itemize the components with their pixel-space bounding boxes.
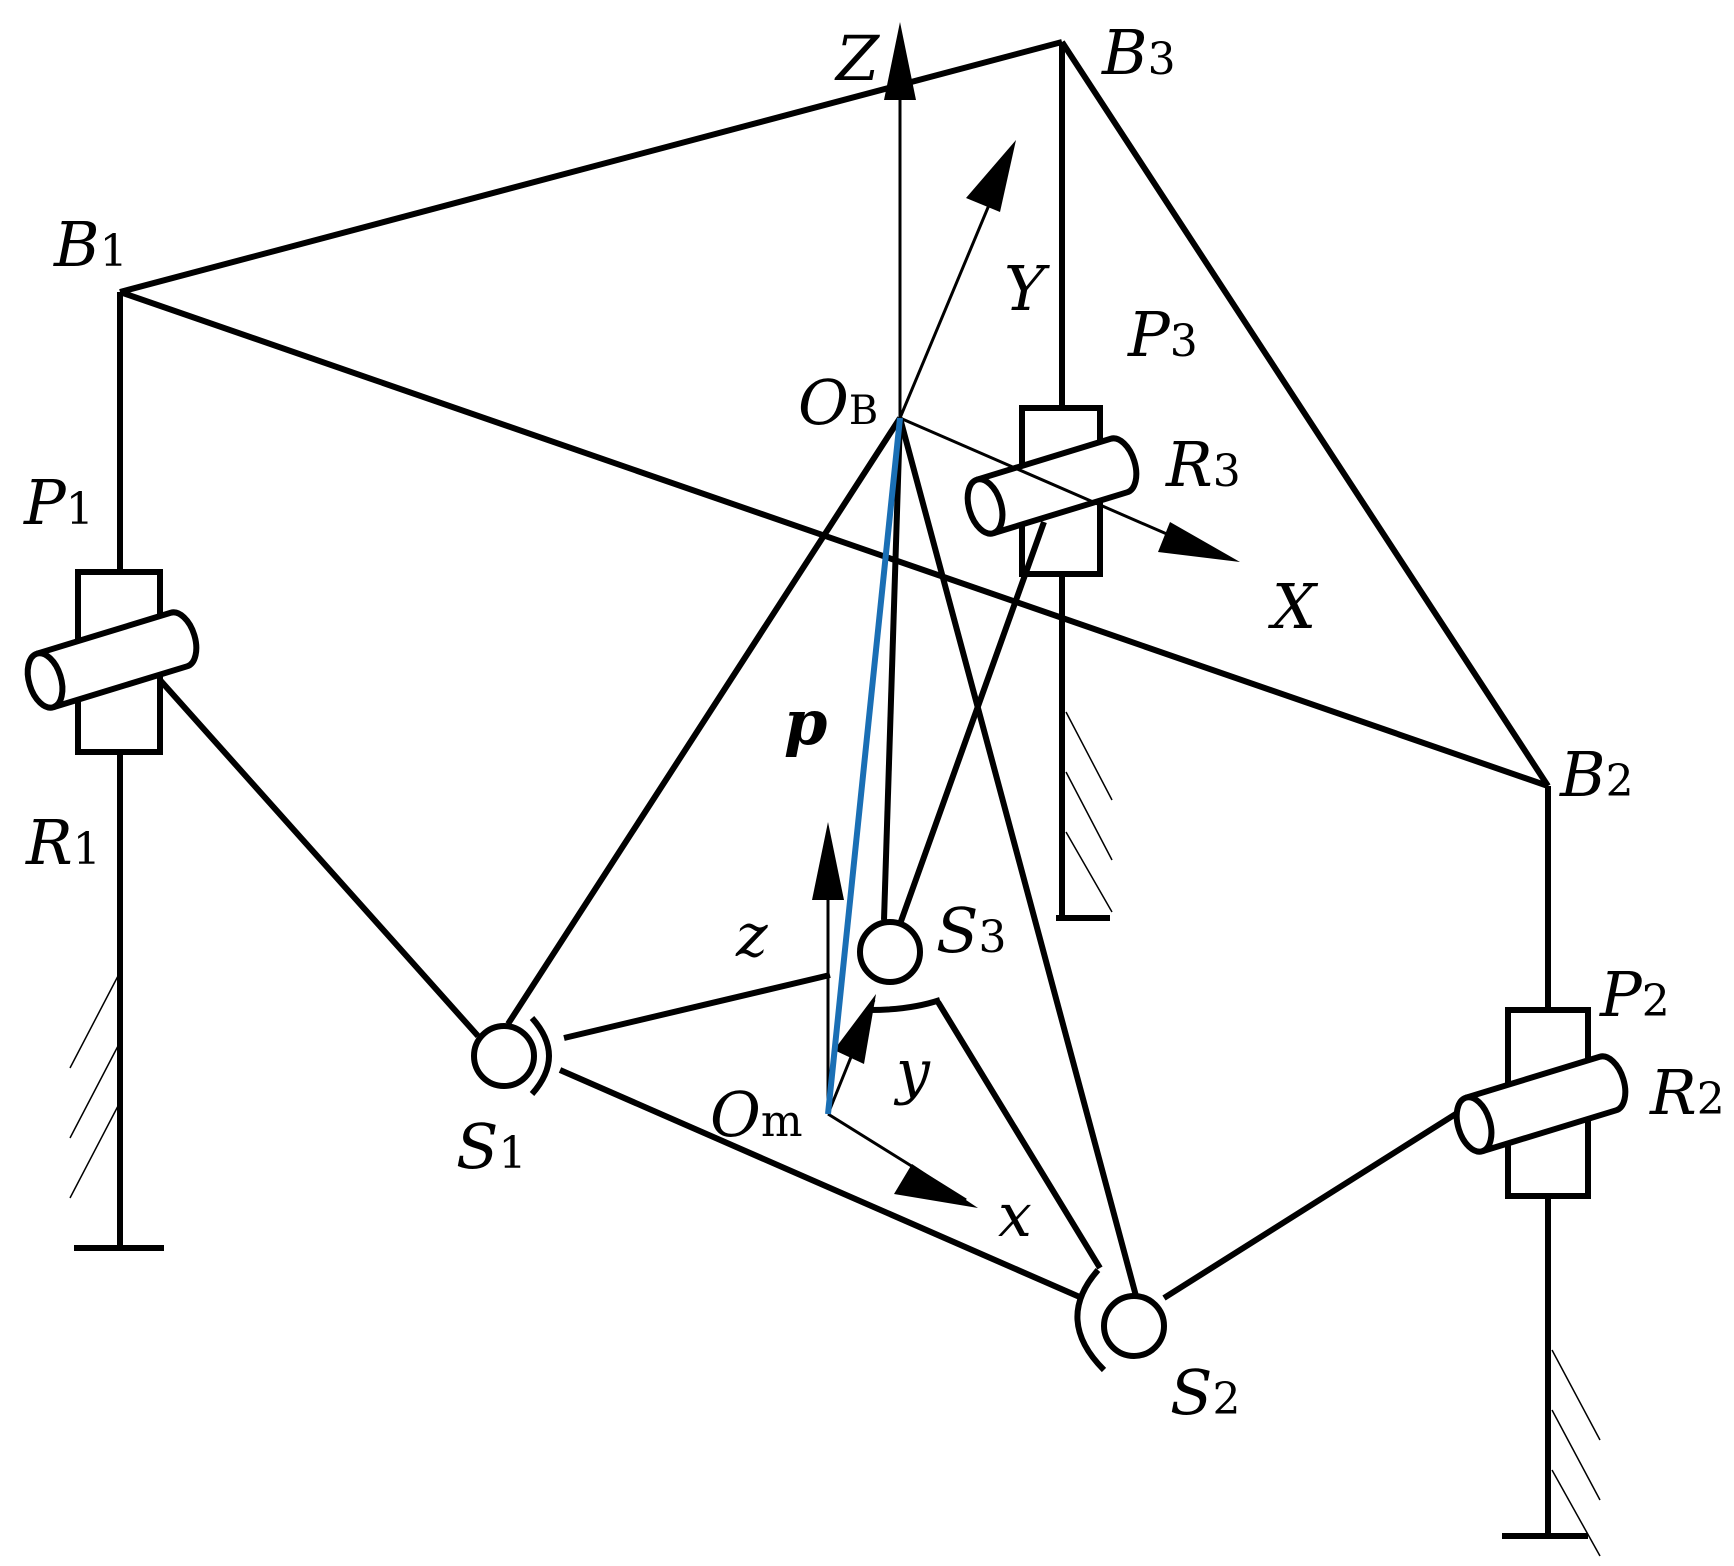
label-R1: R1 [25, 806, 101, 879]
edge-b1-b2 [119, 289, 1549, 789]
leg-2 [1162, 1107, 1464, 1301]
label-origin-OB: OB [798, 366, 878, 439]
link-s1-s2 [558, 1067, 1084, 1301]
label-origin-Om: Om [710, 1078, 803, 1151]
label-S1: S1 [456, 1110, 526, 1183]
labels: B1 B3 B2 P1 P3 P2 R1 R3 R2 S1 S3 S2 Z Y … [23, 16, 1725, 1429]
axis-X-arrowhead [1158, 522, 1240, 562]
label-R3: R3 [1165, 428, 1241, 501]
position-vector-p [825, 417, 903, 1115]
spherical-joints [471, 919, 1167, 1373]
label-axis-z: z [735, 901, 768, 971]
label-P1: P1 [23, 466, 94, 539]
axis-Y-arrowhead [966, 140, 1016, 212]
revolute-cylinder-1 [24, 609, 200, 711]
spherical-joint-1 [471, 1023, 537, 1089]
edge-b3-b2 [1059, 40, 1551, 788]
legs [157, 520, 1464, 1301]
label-axis-x: x [998, 1181, 1032, 1251]
label-B3: B3 [1101, 16, 1176, 89]
guide-posts [74, 42, 1588, 1539]
label-B2: B2 [1559, 738, 1634, 811]
spherical-joint-2 [1101, 1293, 1167, 1359]
revolute-cylinder-2 [1453, 1053, 1629, 1155]
edge-b1-b3 [119, 39, 1063, 295]
socket-2 [1074, 1268, 1107, 1373]
arc-s3-y [869, 997, 941, 1013]
leg-1 [157, 678, 481, 1038]
link-ob-s2 [897, 417, 1139, 1297]
label-axis-Z: Z [834, 22, 880, 95]
spherical-joint-3 [857, 919, 923, 985]
label-axis-Y: Y [1004, 252, 1050, 325]
platform-links [505, 416, 1139, 1301]
axis-z-arrowhead [812, 822, 844, 900]
label-B1: B1 [53, 208, 128, 281]
label-P3: P3 [1127, 298, 1198, 371]
label-R2: R2 [1649, 1056, 1725, 1129]
link-ob-s1 [505, 416, 903, 1026]
axis-y-arrowhead [834, 994, 876, 1064]
label-vector-p: p [784, 686, 827, 759]
label-S2: S2 [1170, 1356, 1240, 1429]
label-axis-y: y [893, 1037, 931, 1107]
ground-hatching [69, 711, 1601, 1557]
link-s1-om [563, 972, 831, 1041]
link-ob-s3 [881, 417, 903, 921]
label-P2: P2 [1599, 958, 1670, 1031]
leg-3 [897, 520, 1047, 926]
axis-x-arrowhead [894, 1164, 978, 1208]
socket-1 [529, 1016, 552, 1096]
moving-frame-axes [812, 822, 978, 1208]
axis-Z-arrowhead [884, 22, 916, 100]
link-arc-s2 [935, 1000, 1103, 1270]
label-S3: S3 [936, 894, 1006, 967]
label-axis-X: X [1268, 570, 1319, 643]
base-frame-axes [884, 22, 1240, 562]
